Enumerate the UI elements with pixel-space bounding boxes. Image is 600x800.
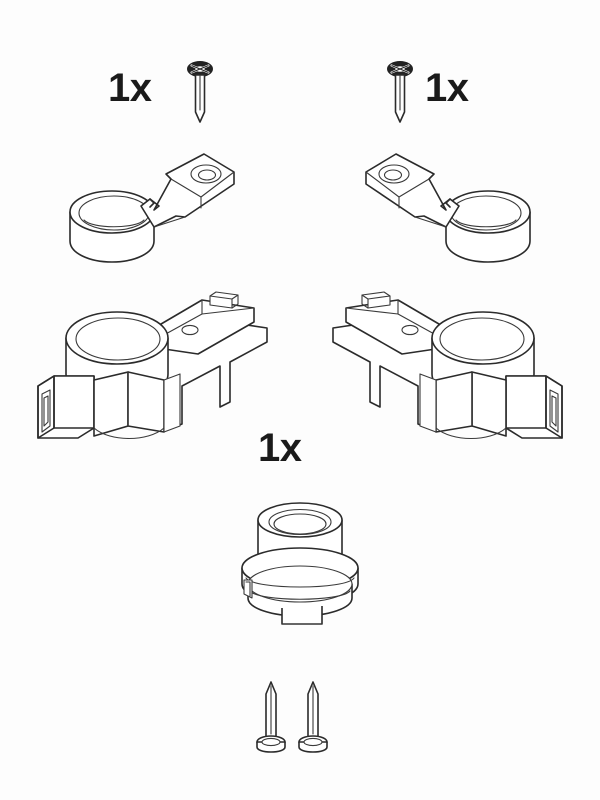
quantity-label-right-screw: 1x [425, 66, 469, 110]
stepped-bushing-center [241, 502, 359, 625]
collar-mounting-bracket-right [365, 153, 531, 263]
hinge-clamp-assembly-right [332, 291, 563, 439]
hinge-clamp-assembly-left [37, 291, 268, 439]
quantity-label-center-bushing: 1x [258, 426, 302, 470]
quantity-label-left-screw: 1x [108, 66, 152, 110]
dowel-pin-left [256, 681, 286, 753]
cross-head-screw-right [387, 61, 413, 123]
dowel-pin-right [298, 681, 328, 753]
collar-mounting-bracket-left [69, 153, 235, 263]
cross-head-screw-left [187, 61, 213, 123]
